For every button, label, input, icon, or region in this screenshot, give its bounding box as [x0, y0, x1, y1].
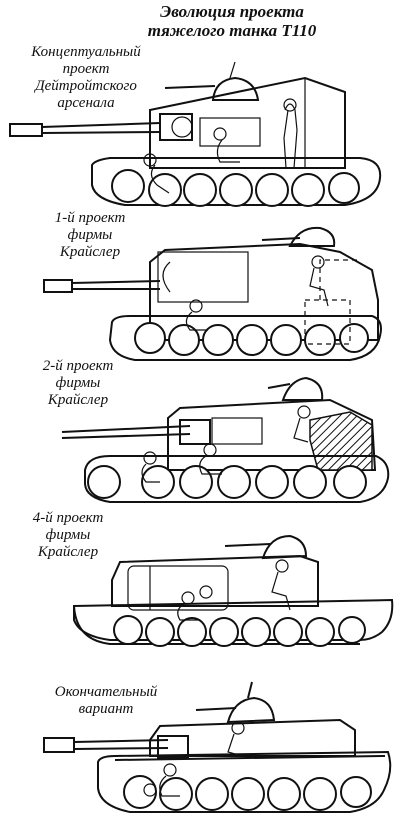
tank-detroit-arsenal-concept	[9, 61, 382, 207]
label-line: проект	[62, 61, 110, 77]
label-line: фирмы	[55, 375, 101, 391]
road-wheels	[123, 775, 372, 811]
title-line-1: Эволюция проекта	[160, 2, 304, 21]
label-chrysler-project-4: 4-й проект фирмы Крайслер	[12, 510, 124, 561]
label-line: 1-й проект	[54, 210, 126, 226]
label-line: Концептуальный	[31, 44, 141, 60]
tank-chrysler-project-2	[61, 376, 390, 503]
label-line: фирмы	[45, 527, 91, 543]
diagram-title: Эволюция проекта тяжелого танка Т110	[112, 2, 352, 40]
label-line: Окончательный	[54, 684, 158, 700]
label-line: фирмы	[67, 227, 113, 243]
label-detroit-arsenal-concept: Концептуальный проект Дейтройтского арсе…	[6, 44, 166, 112]
label-line: 4-й проект	[32, 510, 104, 526]
road-wheels	[87, 465, 367, 499]
road-wheels	[113, 615, 366, 647]
title-line-2: тяжелого танка Т110	[147, 21, 317, 40]
crew-figures	[141, 405, 311, 483]
crew-figures	[177, 559, 291, 621]
road-wheels	[134, 322, 369, 356]
road-wheels	[111, 169, 360, 207]
tank-chrysler-project-4	[73, 534, 394, 647]
crew-figures	[185, 255, 329, 331]
label-final-variant: Окончательный вариант	[36, 684, 176, 718]
label-chrysler-project-2: 2-й проект фирмы Крайслер	[22, 358, 134, 409]
label-line: Дейтройтского	[35, 78, 137, 94]
label-line: Крайслер	[59, 244, 121, 260]
crew-figures	[143, 721, 245, 797]
label-line: 2-й проект	[42, 358, 114, 374]
label-line: вариант	[78, 701, 134, 717]
tank-final-variant	[43, 681, 392, 813]
label-chrysler-project-1: 1-й проект фирмы Крайслер	[34, 210, 146, 261]
label-line: арсенала	[57, 95, 115, 111]
tank-chrysler-project-1	[43, 226, 382, 361]
label-line: Крайслер	[37, 544, 99, 560]
crew-figures	[143, 98, 298, 194]
label-line: Крайслер	[47, 392, 109, 408]
